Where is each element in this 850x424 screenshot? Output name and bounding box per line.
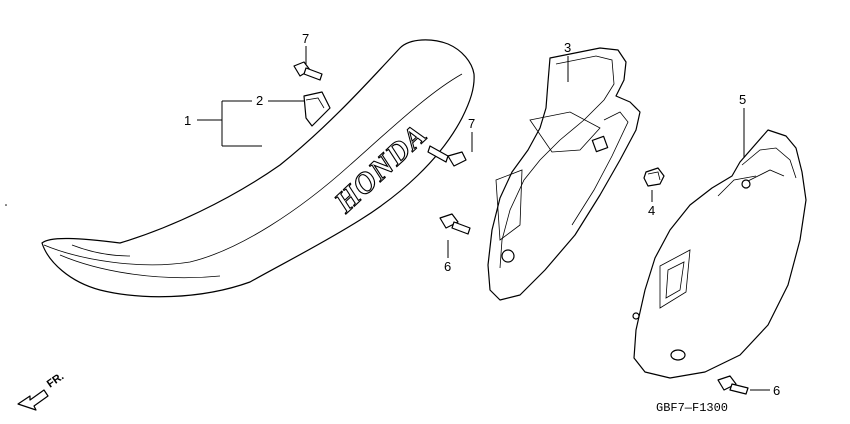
bolt-7-middle	[427, 145, 467, 167]
bolt-7-upper	[293, 61, 323, 81]
diagram-code: GBF7—F1300	[656, 401, 728, 415]
callout-1: 1	[184, 113, 191, 128]
direction-indicator: FR.	[17, 370, 66, 411]
direction-label: FR.	[45, 370, 66, 390]
direction-arrow-icon	[17, 389, 49, 411]
callout-5: 5	[739, 92, 746, 107]
leader-lines	[197, 46, 770, 391]
seat: HONDA	[41, 39, 475, 298]
seat-bracket	[303, 91, 331, 127]
callout-6-lower: 6	[773, 383, 780, 398]
bolt-6-middle	[439, 213, 471, 235]
callout-7-upper: 7	[302, 31, 309, 46]
bolt-6-lower	[717, 375, 749, 395]
outer-side-cover	[632, 129, 807, 379]
inner-side-cover	[487, 47, 641, 301]
callout-6-middle: 6	[444, 259, 451, 274]
stray-dot	[5, 204, 7, 206]
clip-nut	[643, 167, 665, 187]
callout-7-middle: 7	[468, 116, 475, 131]
callout-3: 3	[564, 40, 571, 55]
callout-2: 2	[256, 93, 263, 108]
callout-4: 4	[648, 203, 655, 218]
